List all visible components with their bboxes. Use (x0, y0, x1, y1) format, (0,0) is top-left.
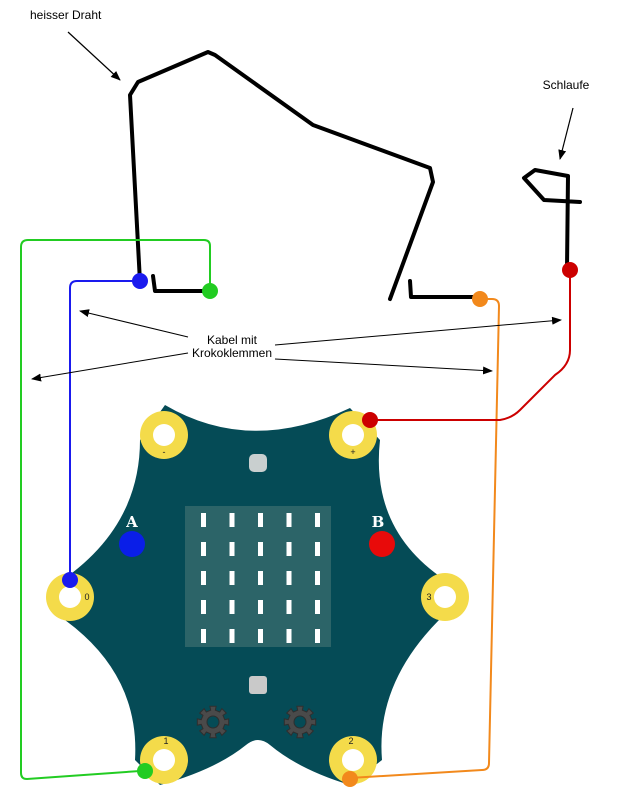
cable-green (20, 239, 211, 781)
clip-blue-pad (62, 572, 78, 588)
clip-orange (472, 291, 488, 307)
clip-green-pad (137, 763, 153, 779)
arrow-hot-wire (67, 31, 121, 81)
button-a[interactable] (119, 531, 145, 557)
arrow-cable-top-left (79, 309, 189, 338)
pad-zero-label: 0 (84, 592, 89, 602)
led (201, 513, 206, 527)
button-b-label: B (372, 513, 385, 531)
led (201, 600, 206, 614)
led-matrix (201, 513, 320, 643)
label-cable-line1: Kabel mit (207, 333, 258, 347)
pad-minus-label: - (163, 447, 166, 457)
arrow-cable-bottom-left (31, 352, 189, 382)
led (258, 542, 263, 556)
start-wire-end (151, 274, 212, 293)
led (286, 600, 292, 614)
label-hot-wire: heisser Draht (30, 8, 102, 22)
led (258, 571, 263, 585)
arrow-cable-bottom-right (274, 358, 493, 375)
clip-red (562, 262, 578, 278)
led (258, 600, 263, 614)
pad-three[interactable]: 3 (421, 573, 469, 621)
cable-red (370, 270, 571, 421)
led (315, 542, 320, 556)
arrow-loop (558, 107, 574, 160)
end-wire-end (408, 279, 480, 299)
pad-zero[interactable]: 0 (46, 573, 94, 621)
button-a-label: A (125, 513, 138, 531)
hot-wire (128, 50, 435, 301)
label-loop: Schlaufe (543, 78, 590, 92)
led (201, 571, 206, 585)
clip-orange-pad (342, 771, 358, 787)
led (286, 629, 292, 643)
led (229, 600, 235, 614)
led (315, 571, 320, 585)
led (201, 629, 206, 643)
led (229, 571, 235, 585)
led (315, 513, 320, 527)
loop-wire (522, 168, 582, 270)
led (258, 513, 263, 527)
led (315, 600, 320, 614)
led (286, 571, 292, 585)
pad-one-label: 1 (163, 736, 168, 746)
cable-blue (69, 280, 140, 580)
gear-icon (283, 705, 317, 739)
reset-button[interactable] (249, 676, 267, 694)
label-cable-line2: Krokoklemmen (192, 346, 272, 360)
button-b[interactable] (369, 531, 395, 557)
gear-icon (196, 705, 230, 739)
calliope-board: A B - + 0 3 (46, 405, 469, 785)
led (286, 542, 292, 556)
pad-two[interactable]: 2 (329, 736, 377, 784)
arrow-cable-top-right (274, 316, 562, 346)
clip-green (202, 283, 218, 299)
pad-plus-label: + (350, 447, 355, 457)
pad-minus[interactable]: - (140, 411, 188, 459)
led (315, 629, 320, 643)
clip-red-pad (362, 412, 378, 428)
led (229, 542, 235, 556)
led (286, 513, 292, 527)
pad-three-label: 3 (426, 592, 431, 602)
led (258, 629, 263, 643)
pad-two-label: 2 (348, 736, 353, 746)
led (229, 629, 235, 643)
status-led (249, 454, 267, 472)
clip-blue (132, 273, 148, 289)
led (229, 513, 235, 527)
led (201, 542, 206, 556)
cable-orange (349, 298, 501, 779)
